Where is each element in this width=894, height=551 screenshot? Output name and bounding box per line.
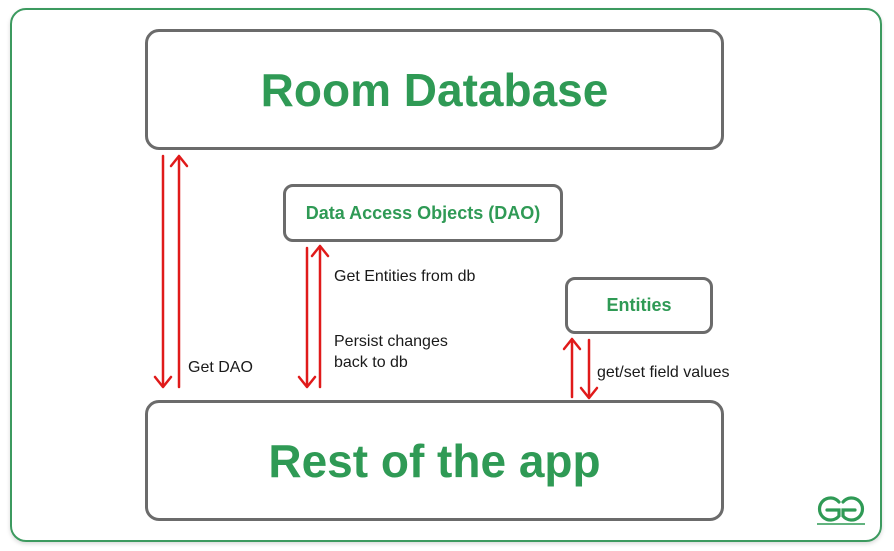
entities-box: Entities bbox=[565, 277, 713, 334]
room-database-label: Room Database bbox=[260, 63, 609, 116]
entities-label: Entities bbox=[606, 295, 672, 315]
dao-label: Data Access Objects (DAO) bbox=[305, 202, 541, 223]
get-dao-label: Get DAO bbox=[188, 359, 253, 376]
persist-changes-label-line2: back to db bbox=[334, 354, 408, 371]
diagram-frame bbox=[10, 8, 882, 542]
gfg-logo-icon bbox=[817, 496, 865, 525]
rest-of-app-label: Rest of the app bbox=[268, 434, 601, 487]
arrow-app-to-dao bbox=[310, 244, 330, 389]
persist-changes-label: Persist changes bbox=[334, 333, 448, 350]
rest-of-app-box: Rest of the app bbox=[145, 400, 724, 521]
arrow-app-to-entities bbox=[562, 337, 582, 399]
arrow-app-to-db bbox=[169, 154, 189, 389]
room-database-box: Room Database bbox=[145, 29, 724, 150]
arrow-dao-to-app bbox=[297, 246, 317, 389]
get-entities-label: Get Entities from db bbox=[334, 268, 476, 285]
arrow-entities-to-app bbox=[579, 338, 599, 400]
dao-box: Data Access Objects (DAO) bbox=[283, 184, 563, 242]
arrow-db-to-app bbox=[153, 154, 173, 389]
get-set-field-values-label: get/set field values bbox=[597, 364, 730, 381]
